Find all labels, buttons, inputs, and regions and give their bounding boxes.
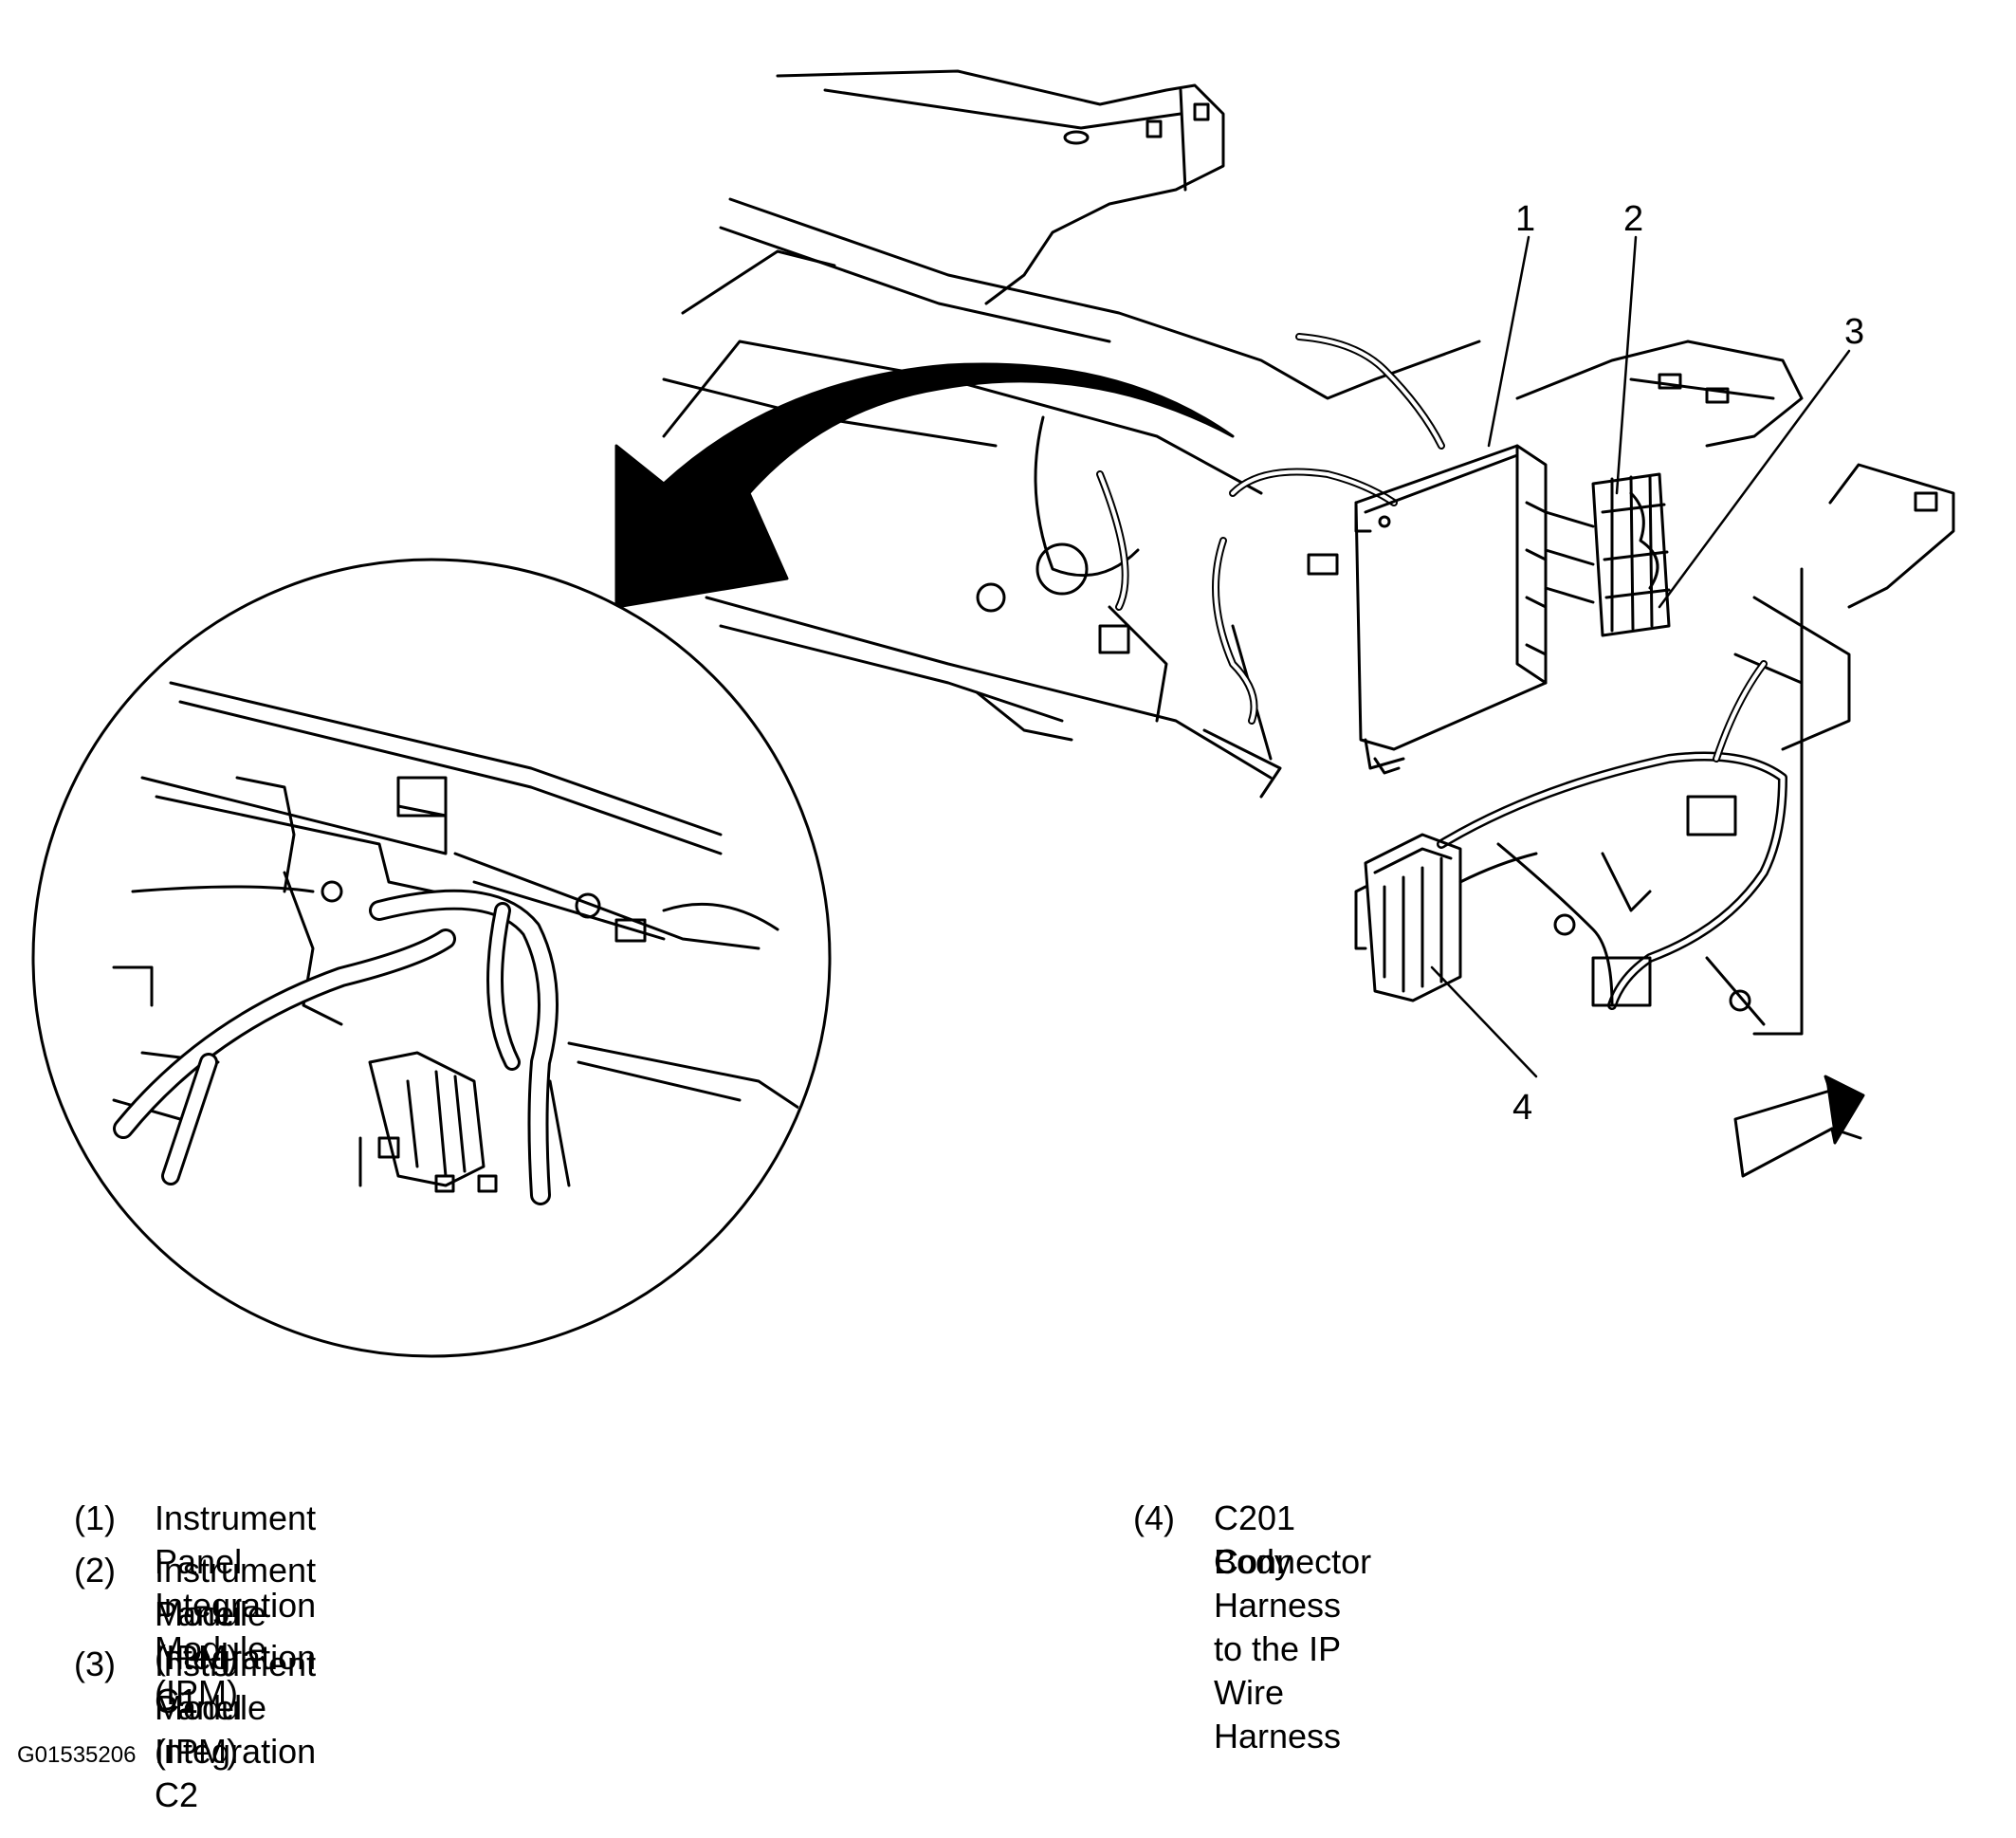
c201-connector <box>1354 833 1538 1002</box>
legend-text-line-2: Connector <box>1214 1542 1372 1581</box>
direction-arrow-small <box>1733 1075 1865 1178</box>
figure-id: G01535206 <box>17 1742 137 1768</box>
legend-text: C201 Body Harness to the IP Wire Harness <box>1214 1498 1342 1755</box>
legend-text-line-2: Module (IPM) C2 <box>155 1688 267 1814</box>
legend-number: (3) <box>74 1645 116 1683</box>
instrument-panel-carrier <box>662 69 1955 1036</box>
callout-1: 1 <box>1515 199 1535 239</box>
legend-text: Instrument Panel Integration <box>155 1551 317 1677</box>
callout-3: 3 <box>1844 312 1864 352</box>
legend-number: (2) <box>74 1551 116 1590</box>
legend-text: Instrument Panel Integration Module (IPM… <box>155 1498 317 1712</box>
legend-text: Instrument Panel Integration <box>155 1645 317 1771</box>
callout-leaders <box>1430 235 1851 1078</box>
legend-number: (4) <box>1133 1498 1175 1537</box>
detail-view-circle <box>31 558 832 1358</box>
legend-number: (1) <box>74 1498 116 1537</box>
ipm-module <box>1354 444 1595 775</box>
callout-4: 4 <box>1512 1088 1532 1128</box>
direction-arrow-curved <box>614 362 1235 609</box>
wiring-illustration: 1 2 3 4 <box>31 69 1955 1358</box>
ipm-connectors <box>1591 472 1671 637</box>
callout-2: 2 <box>1623 199 1643 239</box>
wiring-harness <box>1096 333 1787 1010</box>
legend-text-line-2: Module (IPM) C1 <box>155 1594 267 1720</box>
